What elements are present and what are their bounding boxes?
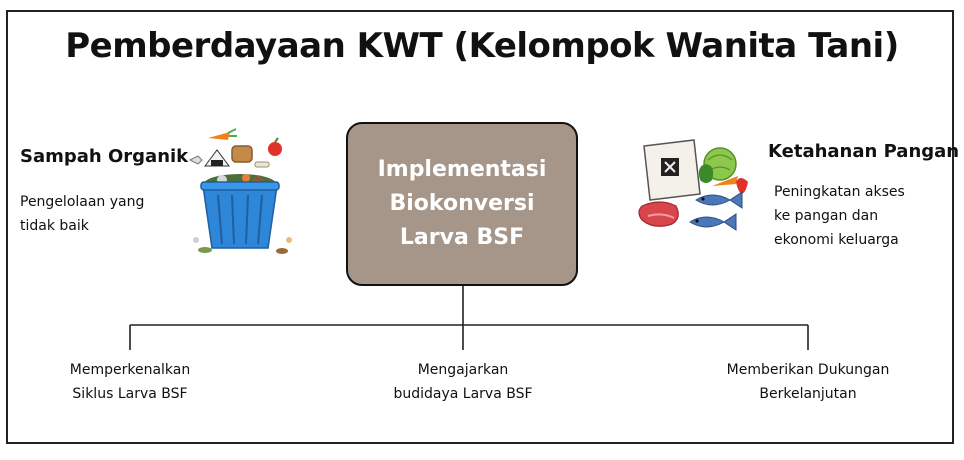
diagram-frame [6,10,954,444]
branch-line: Berkelanjutan [759,386,857,402]
right-desc-line: ke pangan dan [774,208,879,224]
branch-introduce-cycle: Memperkenalkan Siklus Larva BSF [40,358,220,406]
branch-line: Memperkenalkan [69,362,191,378]
diagram-title: Pemberdayaan KWT (Kelompok Wanita Tani) [65,26,899,66]
center-box: Implementasi Biokonversi Larva BSF [346,122,578,286]
left-desc-line: Pengelolaan yang [20,194,145,210]
center-line: Implementasi [377,157,547,182]
right-description: Peningkatan akses ke pangan dan ekonomi … [774,180,905,252]
branch-line: Memberikan Dukungan [726,362,890,378]
right-desc-line: Peningkatan akses [774,184,905,200]
right-heading: Ketahanan Pangan [768,141,960,162]
left-description: Pengelolaan yang tidak baik [20,190,144,238]
branch-line: budidaya Larva BSF [393,386,533,402]
branch-line: Mengajarkan [417,362,509,378]
center-line: Larva BSF [399,225,525,250]
left-heading: Sampah Organik [20,146,189,167]
branch-line: Siklus Larva BSF [72,386,188,402]
right-desc-line: ekonomi keluarga [774,232,899,248]
branch-sustained-support: Memberikan Dukungan Berkelanjutan [698,358,918,406]
left-desc-line: tidak baik [20,218,89,234]
branch-teach-cultivation: Mengajarkan budidaya Larva BSF [363,358,563,406]
center-line: Biokonversi [389,191,535,216]
